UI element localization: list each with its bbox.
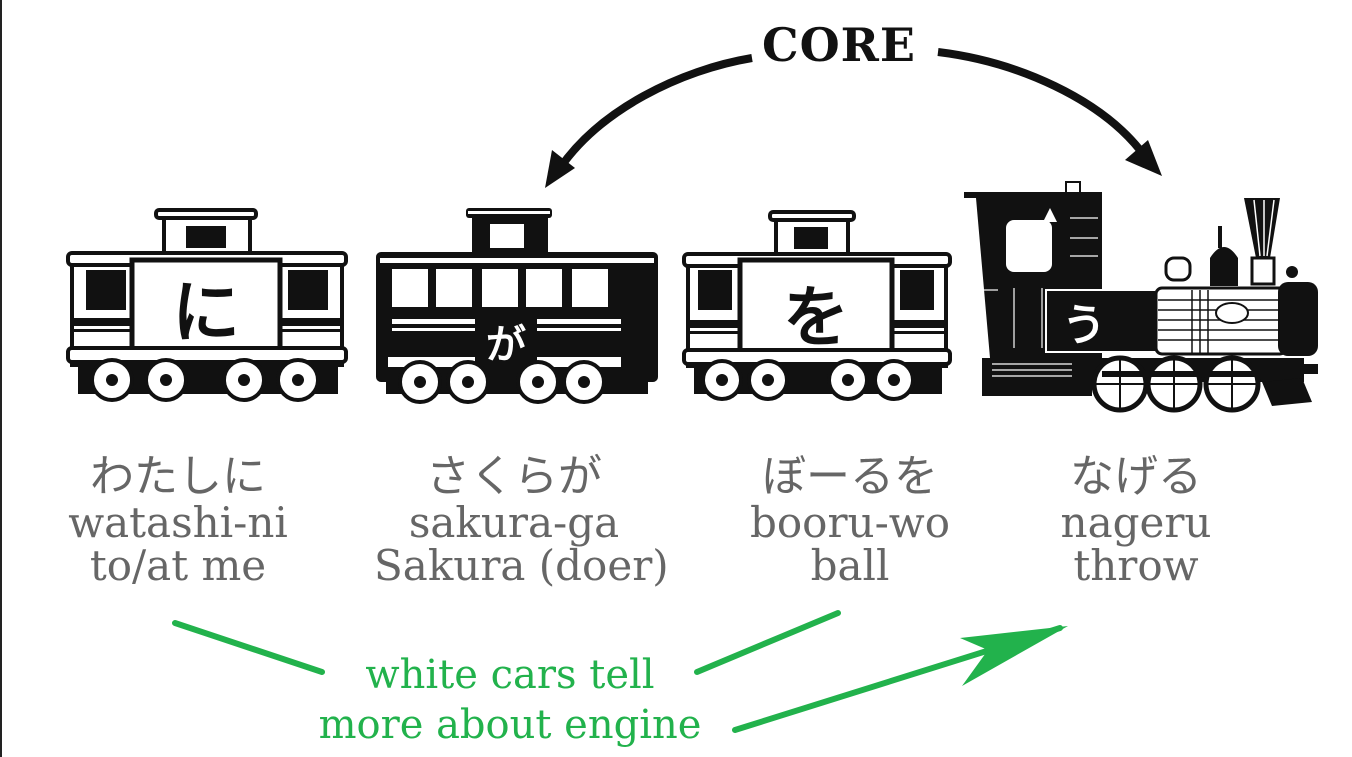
english-text: to/at me bbox=[89, 541, 267, 590]
car-kana-ni: に bbox=[172, 274, 240, 353]
jp-text: ぼーるを bbox=[762, 451, 938, 502]
english-text: throw bbox=[1073, 541, 1199, 590]
black-car-ga: が bbox=[376, 208, 658, 404]
core-arrow-right bbox=[937, 48, 1162, 176]
column-sakura-ga: さくらが sakura-ga Sakura (doer) bbox=[374, 440, 669, 590]
english-text: ball bbox=[810, 541, 890, 590]
connector-to-wo bbox=[694, 610, 841, 675]
core-label: CORE bbox=[762, 18, 916, 72]
core-arrow-left bbox=[545, 54, 753, 188]
white-car-ni: に bbox=[66, 208, 348, 402]
jp-text: わたしに bbox=[90, 451, 266, 502]
jp-text: なげる bbox=[1070, 451, 1202, 502]
romaji-text: booru-wo bbox=[749, 498, 950, 547]
car-kana-wo: を bbox=[783, 279, 849, 356]
white-car-wo: を bbox=[682, 210, 952, 401]
column-watashi-ni: わたしに watashi-ni to/at me bbox=[38, 440, 318, 590]
romaji-text: nageru bbox=[1060, 498, 1212, 547]
car-kana-ga: が bbox=[486, 322, 526, 368]
romaji-text: sakura-ga bbox=[408, 498, 620, 547]
column-booru-wo: ぼーるを booru-wo ball bbox=[710, 440, 990, 590]
note-line-1: white cars tell bbox=[365, 652, 655, 698]
green-arrowhead bbox=[960, 626, 1068, 686]
note-line-2: more about engine bbox=[318, 702, 702, 748]
english-text: Sakura (doer) bbox=[374, 541, 669, 590]
romaji-text: watashi-ni bbox=[68, 498, 288, 547]
steam-engine-u: う bbox=[964, 181, 1318, 413]
jp-text: さくらが bbox=[426, 451, 602, 502]
engine-kana-u: う bbox=[1062, 300, 1106, 351]
connector-to-ni bbox=[172, 620, 325, 675]
column-nageru: なげる nageru throw bbox=[996, 440, 1276, 590]
left-border bbox=[0, 0, 2, 757]
